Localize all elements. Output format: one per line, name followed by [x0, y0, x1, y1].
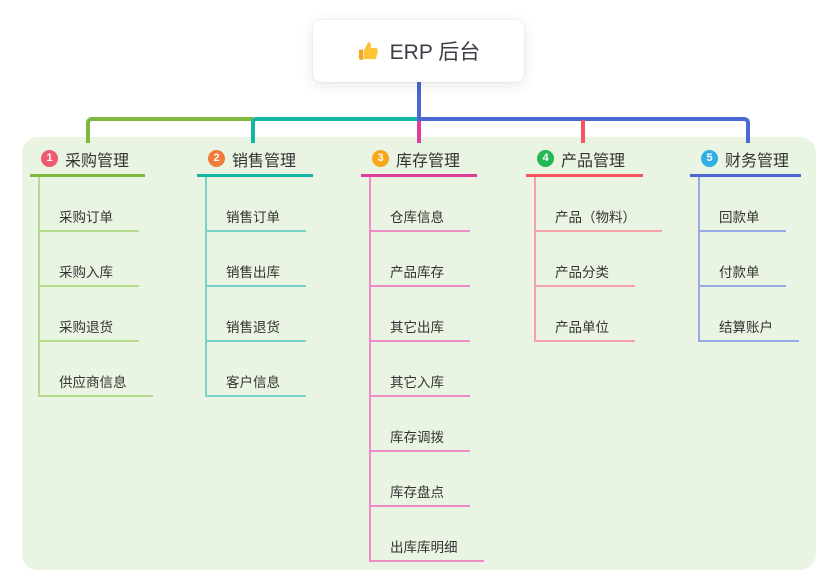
badge-number: 5: [701, 150, 718, 167]
child-row: 产品分类: [536, 232, 643, 287]
branch-title-label: 采购管理: [65, 152, 130, 170]
child-row: 产品（物料）: [536, 177, 662, 232]
mindmap-group-container: [22, 137, 816, 570]
child-row: 采购入库: [40, 232, 145, 287]
child-node[interactable]: 结算账户: [700, 316, 799, 342]
connector-branch-2: [251, 117, 420, 143]
branch-children: 仓库信息 产品库存 其它出库 其它入库 库存调拨 库存盘点 出库库明细: [369, 177, 484, 562]
branch-title-node[interactable]: 4 产品管理: [526, 148, 643, 177]
child-row: 库存调拨: [371, 397, 477, 452]
root-node-label: ERP 后台: [389, 41, 481, 64]
child-row: 结算账户: [700, 287, 801, 342]
child-row: 客户信息: [207, 342, 313, 397]
child-row: 付款单: [700, 232, 801, 287]
branch-product: 4 产品管理 产品（物料） 产品分类 产品单位: [526, 148, 662, 342]
branch-children: 采购订单 采购入库 采购退货 供应商信息: [38, 177, 153, 397]
branch-title-node[interactable]: 2 销售管理: [197, 148, 313, 177]
child-node[interactable]: 采购退货: [40, 316, 139, 342]
branch-children: 销售订单 销售出库 销售退货 客户信息: [205, 177, 313, 397]
child-row: 产品单位: [536, 287, 643, 342]
child-row: 其它入库: [371, 342, 477, 397]
child-node[interactable]: 产品单位: [536, 316, 635, 342]
connector-branch-3: [417, 120, 421, 143]
child-row: 销售出库: [207, 232, 313, 287]
child-row: 销售退货: [207, 287, 313, 342]
child-node[interactable]: 销售出库: [207, 261, 306, 287]
child-row: 库存盘点: [371, 452, 477, 507]
branch-title-label: 产品管理: [561, 152, 626, 170]
child-row: 采购订单: [40, 177, 145, 232]
branch-title-node[interactable]: 5 财务管理: [690, 148, 801, 177]
child-node[interactable]: 付款单: [700, 261, 786, 287]
connector-branch-4: [581, 120, 585, 143]
branch-title-label: 库存管理: [396, 152, 461, 170]
thumbs-up-icon: [358, 41, 378, 60]
branch-title-node[interactable]: 3 库存管理: [361, 148, 477, 177]
child-node[interactable]: 产品分类: [536, 261, 635, 287]
child-node[interactable]: 销售退货: [207, 316, 306, 342]
child-node[interactable]: 库存盘点: [371, 481, 470, 507]
connector-root-trunk: [417, 78, 421, 121]
branch-children: 回款单 付款单 结算账户: [698, 177, 801, 342]
child-node[interactable]: 其它入库: [371, 371, 470, 397]
child-node[interactable]: 回款单: [700, 206, 786, 232]
badge-number: 1: [41, 150, 58, 167]
child-node[interactable]: 采购订单: [40, 206, 139, 232]
child-node[interactable]: 产品（物料）: [536, 206, 662, 232]
child-row: 仓库信息: [371, 177, 477, 232]
child-row: 供应商信息: [40, 342, 153, 397]
root-node[interactable]: ERP 后台: [313, 20, 524, 82]
badge-number: 3: [372, 150, 389, 167]
branch-title-label: 财务管理: [725, 152, 790, 170]
child-row: 其它出库: [371, 287, 477, 342]
branch-purchase: 1 采购管理 采购订单 采购入库 采购退货 供应商信息: [30, 148, 153, 397]
badge-number: 4: [537, 150, 554, 167]
child-node[interactable]: 产品库存: [371, 261, 470, 287]
child-node[interactable]: 其它出库: [371, 316, 470, 342]
connector-branch-1: [86, 117, 253, 143]
child-row: 出库库明细: [371, 507, 484, 562]
branch-sales: 2 销售管理 销售订单 销售出库 销售退货 客户信息: [197, 148, 313, 397]
child-row: 采购退货: [40, 287, 145, 342]
child-node[interactable]: 仓库信息: [371, 206, 470, 232]
branch-children: 产品（物料） 产品分类 产品单位: [534, 177, 662, 342]
child-node[interactable]: 出库库明细: [371, 536, 484, 562]
badge-number: 2: [208, 150, 225, 167]
child-node[interactable]: 库存调拨: [371, 426, 470, 452]
child-row: 销售订单: [207, 177, 313, 232]
child-node[interactable]: 供应商信息: [40, 371, 153, 397]
branch-title-label: 销售管理: [232, 152, 297, 170]
child-node[interactable]: 采购入库: [40, 261, 139, 287]
branch-title-node[interactable]: 1 采购管理: [30, 148, 145, 177]
child-row: 回款单: [700, 177, 801, 232]
branch-inventory: 3 库存管理 仓库信息 产品库存 其它出库 其它入库 库存调拨 库存盘点 出库库…: [361, 148, 484, 562]
child-node[interactable]: 销售订单: [207, 206, 306, 232]
child-row: 产品库存: [371, 232, 477, 287]
branch-finance: 5 财务管理 回款单 付款单 结算账户: [690, 148, 801, 342]
connector-branch-5: [419, 117, 750, 143]
child-node[interactable]: 客户信息: [207, 371, 306, 397]
